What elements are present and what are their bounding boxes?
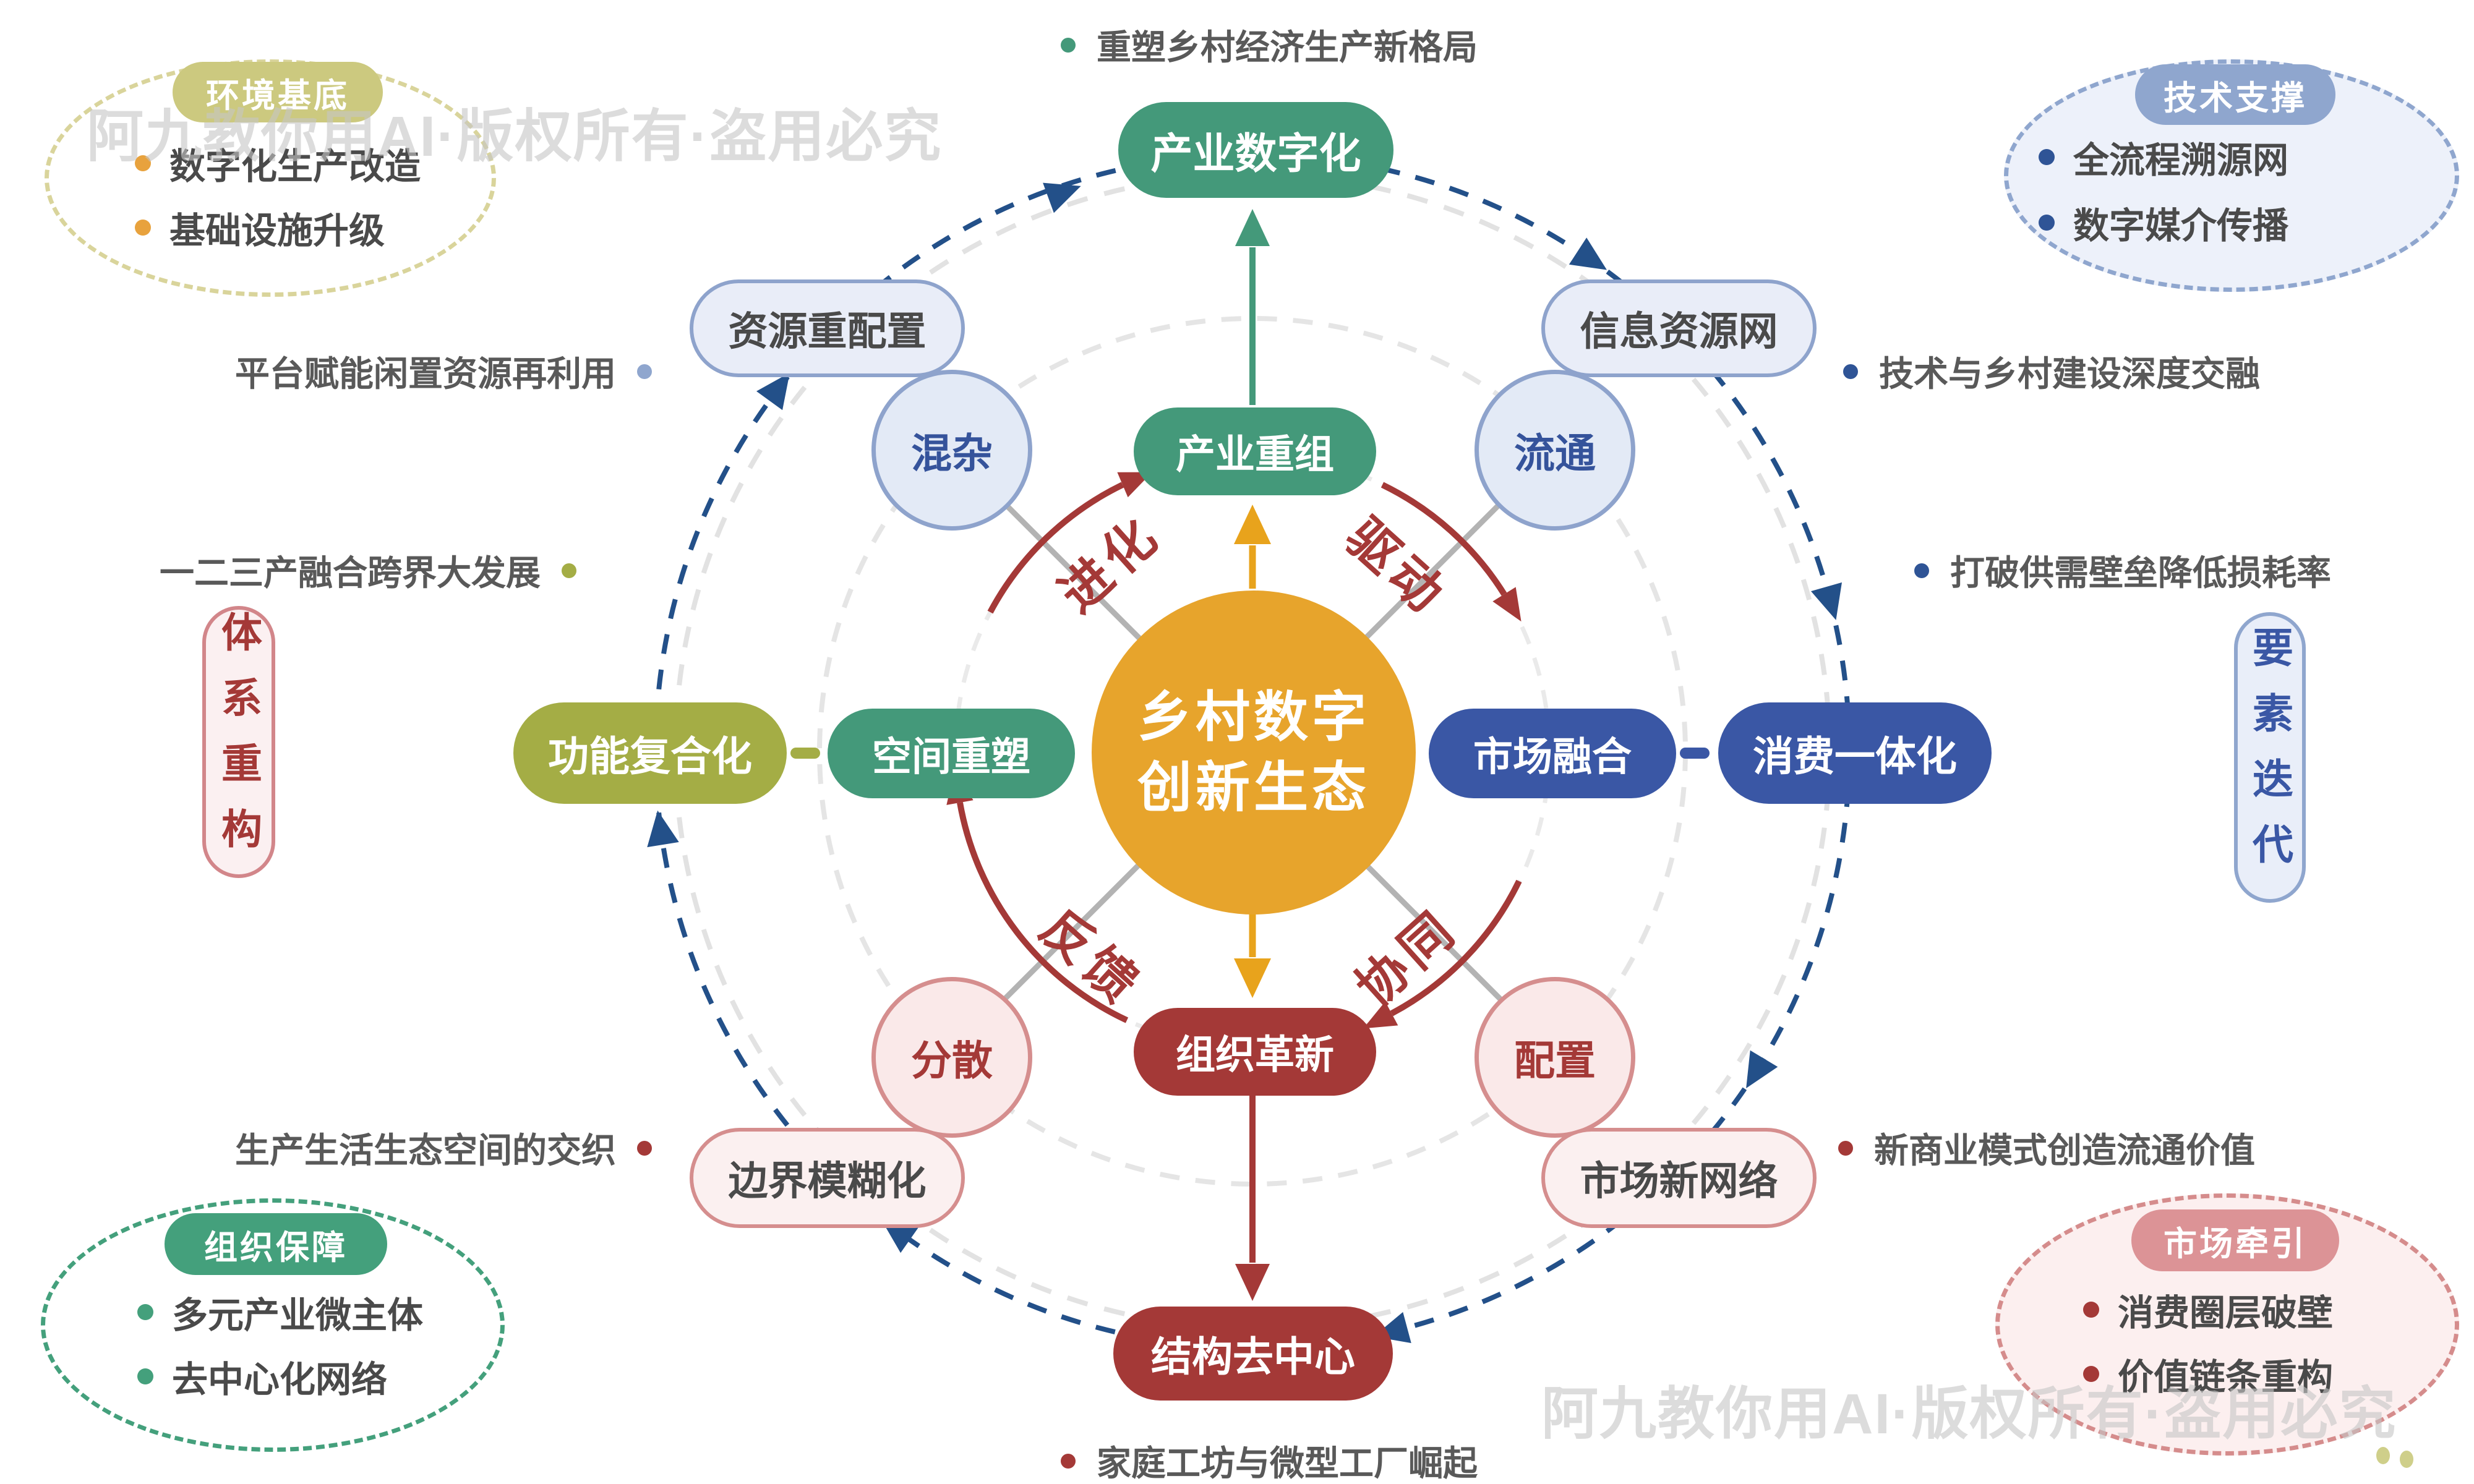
- bullet-dot: [1914, 563, 1929, 578]
- bullet-dot: [137, 1368, 153, 1384]
- bullet-dot: [135, 220, 151, 236]
- anno-new-business-value: 新商业模式创造流通价值: [1838, 1123, 2255, 1173]
- pill-element-iteration: 要素迭代: [2234, 612, 2306, 903]
- red-down-arrow: [1235, 1096, 1270, 1301]
- anno-three-industry-integration: 一二三产融合跨界大发展: [160, 545, 576, 595]
- anno-family-workshop: 家庭工坊与微型工厂崛起: [1061, 1436, 1478, 1484]
- node-industry-digitalization: 产业数字化: [1118, 102, 1393, 198]
- org-item-2: 去中心化网络: [137, 1350, 387, 1402]
- market-item-1: 消费圈层破壁: [2083, 1284, 2333, 1336]
- bullet-dot: [2039, 149, 2055, 165]
- red-flow-arcs: [957, 482, 1522, 1023]
- badge-environment-base: 环境基底: [173, 62, 383, 122]
- bullet-dot: [562, 563, 576, 578]
- node-market-fusion: 市场融合: [1429, 709, 1676, 798]
- bullet-dot: [137, 1304, 153, 1320]
- satellite-disperse: 分散: [871, 977, 1032, 1138]
- node-resource-reallocation: 资源重配置: [690, 279, 965, 377]
- footer-dot: [2400, 1451, 2413, 1468]
- node-decentralized-structure: 结构去中心: [1113, 1307, 1393, 1401]
- anno-space-interweave: 生产生活生态空间的交织: [235, 1123, 652, 1173]
- footer-dot: [2376, 1447, 2390, 1464]
- anno-industry-pattern: 重塑乡村经济生产新格局: [1061, 20, 1478, 70]
- satellite-allocate: 配置: [1475, 977, 1635, 1138]
- market-item-2: 价值链条重构: [2083, 1348, 2333, 1400]
- satellite-hybrid: 混杂: [871, 370, 1032, 531]
- node-consumption-integration: 消费一体化: [1718, 702, 1992, 804]
- bullet-dot: [1838, 1140, 1853, 1156]
- watermark-top: 阿九教你用AI·版权所有·盗用必究: [87, 105, 943, 168]
- tech-item-2: 数字媒介传播: [2039, 197, 2288, 249]
- node-industry-restructure: 产业重组: [1134, 407, 1376, 495]
- bullet-dot: [2083, 1302, 2099, 1318]
- bullet-dot: [2083, 1366, 2099, 1382]
- olive-dash-connector: [790, 748, 820, 759]
- badge-market-traction: 市场牵引: [2131, 1209, 2339, 1271]
- badge-tech-support: 技术支撑: [2135, 64, 2335, 125]
- org-item-1: 多元产业微主体: [137, 1286, 423, 1338]
- node-information-network: 信息资源网: [1541, 279, 1817, 377]
- node-boundary-blurring: 边界模糊化: [690, 1128, 965, 1228]
- watermark-bottom: 阿九教你用AI·版权所有·盗用必究: [1541, 1383, 2397, 1446]
- badge-organization-guarantee: 组织保障: [165, 1213, 387, 1275]
- center-title-line1: 乡村数字: [1137, 686, 1370, 748]
- bullet-dot: [1843, 364, 1858, 379]
- navy-ring-arrowheads: [647, 182, 1842, 1344]
- bullet-dot: [1061, 1453, 1076, 1469]
- orange-up-arrow: [1234, 505, 1271, 589]
- node-function-compositing: 功能复合化: [513, 702, 787, 804]
- center-title-line2: 创新生态: [1137, 757, 1370, 818]
- anno-tech-rural-fusion: 技术与乡村建设深度交融: [1843, 346, 2260, 396]
- bullet-dot: [135, 155, 151, 171]
- satellite-circulation: 流通: [1475, 370, 1635, 531]
- bullet-dot: [637, 1140, 652, 1156]
- node-new-market-network: 市场新网络: [1541, 1128, 1817, 1228]
- anno-supply-demand-barrier: 打破供需壁垒降低损耗率: [1914, 545, 2331, 595]
- bullet-dot: [2039, 215, 2055, 231]
- blue-dash-connector: [1680, 748, 1710, 759]
- anno-platform-idle-resource: 平台赋能闲置资源再利用: [235, 346, 652, 396]
- center-node-rural-digital-ecosystem: 乡村数字 创新生态: [1092, 591, 1416, 915]
- bullet-dot: [637, 364, 652, 379]
- env-item-1: 数字化生产改造: [135, 137, 421, 189]
- node-space-reshape: 空间重塑: [828, 709, 1075, 798]
- env-item-2: 基础设施升级: [135, 202, 385, 254]
- bullet-dot: [1061, 37, 1076, 53]
- node-organization-innovation: 组织革新: [1134, 1008, 1376, 1096]
- tech-item-1: 全流程溯源网: [2039, 131, 2288, 183]
- pill-system-reconstruction: 体系重构: [202, 606, 275, 878]
- green-up-arrow: [1235, 209, 1270, 405]
- orange-down-arrow: [1234, 914, 1271, 998]
